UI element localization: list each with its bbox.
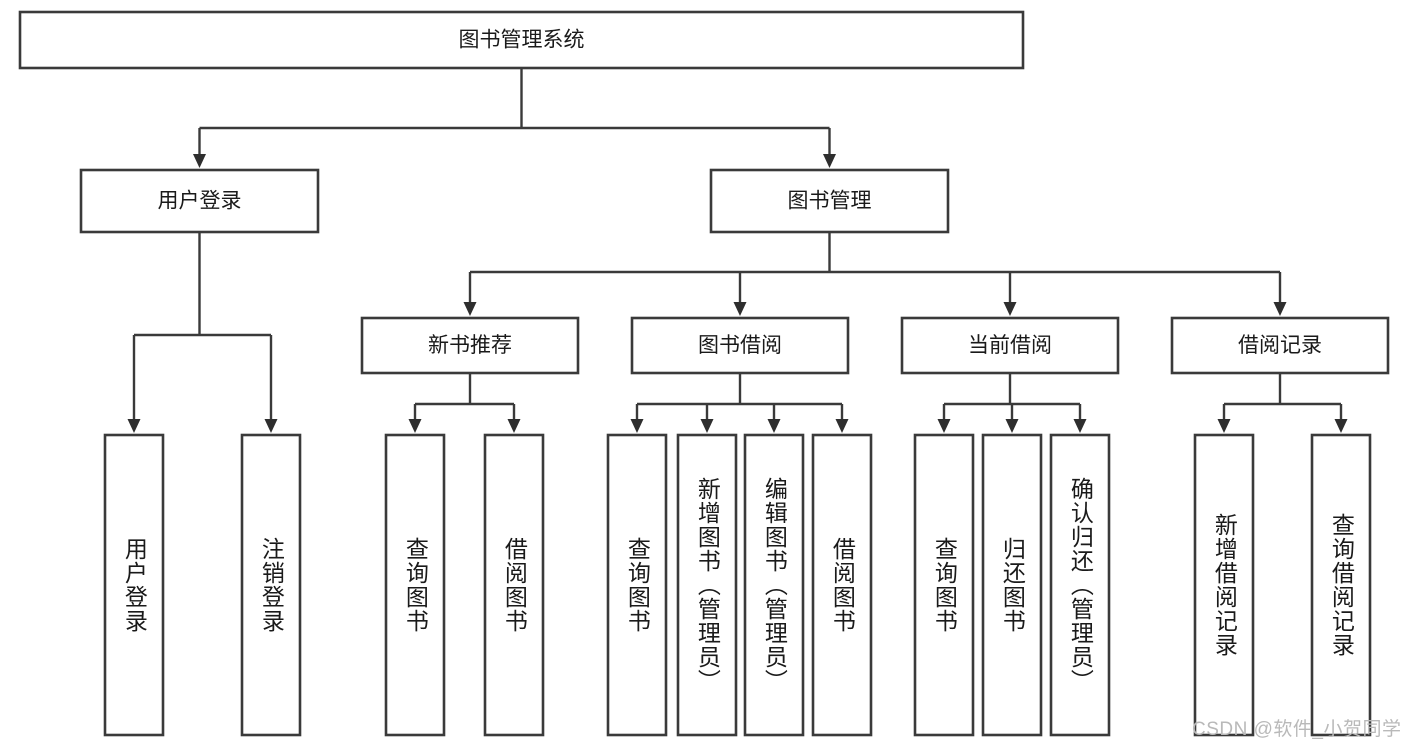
node-l2-图书管理[interactable]: 图书管理 bbox=[709, 168, 950, 234]
node-leaf-归还图书[interactable] bbox=[981, 433, 1043, 737]
connector-arrow-新书推荐-1-head bbox=[507, 419, 521, 433]
node-label: 图书管理 bbox=[788, 190, 872, 213]
node-box[interactable] bbox=[981, 433, 1043, 737]
csdn-watermark: CSDN @软件_小贺同学 bbox=[1192, 719, 1402, 740]
node-box[interactable] bbox=[1170, 316, 1390, 375]
connector-arrow-图书借阅-1-head bbox=[700, 419, 714, 433]
node-box[interactable] bbox=[103, 433, 165, 737]
node-box[interactable] bbox=[79, 168, 320, 234]
node-leaf-查询图书[interactable] bbox=[913, 433, 975, 737]
node-leaf-注销登录[interactable] bbox=[240, 433, 302, 737]
connector-arrow-借阅记录-1-head bbox=[1334, 419, 1348, 433]
connector-arrow-图书借阅-3-head bbox=[835, 419, 849, 433]
connector-arrow-当前借阅-0-head bbox=[937, 419, 951, 433]
node-label: 新书推荐 bbox=[428, 334, 512, 357]
node-box[interactable] bbox=[913, 433, 975, 737]
connector-arrow-当前借阅-1-head bbox=[1005, 419, 1019, 433]
connector-arrow-用户登录-1-head bbox=[264, 419, 278, 433]
node-box[interactable] bbox=[240, 433, 302, 737]
node-leaf-查询借阅记录[interactable] bbox=[1310, 433, 1372, 737]
node-box[interactable] bbox=[630, 316, 850, 375]
connector-arrow-图书管理-2-head bbox=[1003, 302, 1017, 316]
node-box[interactable] bbox=[360, 316, 580, 375]
node-box[interactable] bbox=[811, 433, 873, 737]
node-l3-新书推荐[interactable]: 新书推荐 bbox=[360, 316, 580, 375]
node-leaf-新增借阅记录[interactable] bbox=[1193, 433, 1255, 737]
node-l3-图书借阅[interactable]: 图书借阅 bbox=[630, 316, 850, 375]
node-leaf-借阅图书[interactable] bbox=[811, 433, 873, 737]
node-leaf-借阅图书[interactable] bbox=[483, 433, 545, 737]
connector-arrow-借阅记录-0-head bbox=[1217, 419, 1231, 433]
node-box[interactable] bbox=[900, 316, 1120, 375]
connector-arrow-图书借阅-2-head bbox=[767, 419, 781, 433]
connector-arrow-图书管理系统-1-head bbox=[823, 154, 836, 168]
connector-arrow-当前借阅-2-head bbox=[1073, 419, 1087, 433]
node-box[interactable] bbox=[606, 433, 668, 737]
connector-arrow-用户登录-0-head bbox=[127, 419, 141, 433]
node-l3-当前借阅[interactable]: 当前借阅 bbox=[900, 316, 1120, 375]
node-box[interactable] bbox=[676, 433, 738, 737]
node-label: 用户登录 bbox=[158, 190, 242, 213]
node-leaf-确认归还管理员[interactable] bbox=[1049, 433, 1111, 737]
node-box[interactable] bbox=[18, 10, 1025, 70]
node-leaf-编辑图书管理员[interactable] bbox=[743, 433, 805, 737]
node-label: 图书管理系统 bbox=[459, 29, 585, 52]
connector-arrow-图书管理-1-head bbox=[733, 302, 747, 316]
node-root-图书管理系统[interactable]: 图书管理系统 bbox=[18, 10, 1025, 70]
node-box[interactable] bbox=[1310, 433, 1372, 737]
node-box[interactable] bbox=[384, 433, 446, 737]
node-l2-用户登录[interactable]: 用户登录 bbox=[79, 168, 320, 234]
connector-arrow-图书管理-3-head bbox=[1273, 302, 1287, 316]
connector-arrow-图书管理-0-head bbox=[463, 302, 477, 316]
node-box[interactable] bbox=[1193, 433, 1255, 737]
connector-arrow-图书借阅-0-head bbox=[630, 419, 644, 433]
node-box[interactable] bbox=[709, 168, 950, 234]
node-leaf-用户登录[interactable] bbox=[103, 433, 165, 737]
node-box[interactable] bbox=[1049, 433, 1111, 737]
node-leaf-查询图书[interactable] bbox=[384, 433, 446, 737]
connector-arrow-新书推荐-0-head bbox=[408, 419, 422, 433]
node-label: 借阅记录 bbox=[1238, 334, 1322, 357]
node-l3-借阅记录[interactable]: 借阅记录 bbox=[1170, 316, 1390, 375]
node-box[interactable] bbox=[483, 433, 545, 737]
connector-arrow-图书管理系统-0-head bbox=[193, 154, 206, 168]
node-box[interactable] bbox=[743, 433, 805, 737]
node-label: 图书借阅 bbox=[698, 334, 782, 357]
node-label: 当前借阅 bbox=[968, 334, 1052, 357]
node-leaf-新增图书管理员[interactable] bbox=[676, 433, 738, 737]
node-leaf-查询图书[interactable] bbox=[606, 433, 668, 737]
